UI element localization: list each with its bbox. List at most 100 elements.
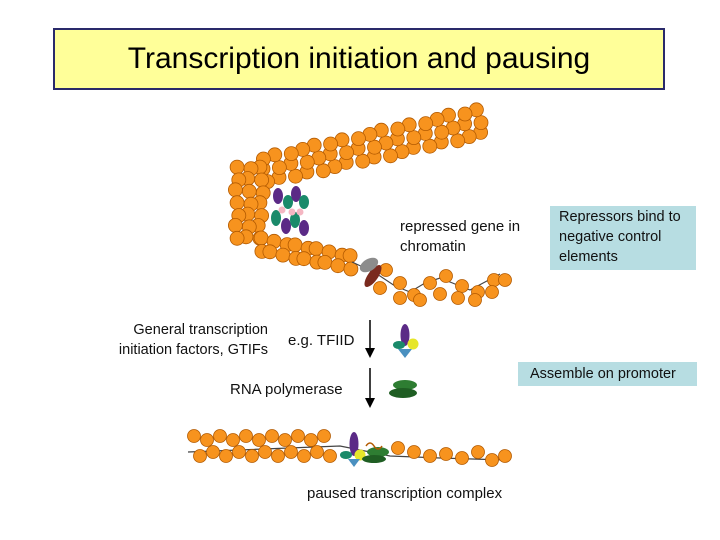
nucleosome-bead [434, 124, 450, 140]
nucleosome-bead [245, 449, 259, 463]
nucleosome-bead [229, 195, 245, 211]
nucleosome-bead [275, 247, 291, 263]
nucleosome-bead [457, 106, 473, 122]
nucleosome-bead [271, 160, 287, 176]
nucleosome-bead [287, 237, 303, 253]
nucleosome-bead [206, 445, 220, 459]
nucleosome-bead [304, 433, 318, 447]
nucleosome-bead [439, 269, 453, 283]
rna-strand [365, 442, 383, 450]
nucleosome-bead [193, 449, 207, 463]
complex-polymerase-base [362, 455, 386, 463]
repressor-purple [273, 188, 283, 204]
polymerase-top [393, 380, 417, 390]
nucleosome-bead [288, 168, 303, 184]
nucleosome-bead [498, 273, 512, 287]
nucleosome-bead [485, 285, 499, 299]
pink-marker [288, 208, 296, 216]
nucleosome-bead [317, 429, 331, 443]
nucleosome-bead [317, 254, 333, 270]
polymerase-bottom [389, 388, 417, 398]
nucleosome-bead [418, 116, 434, 131]
nucleosome-bead [239, 429, 253, 443]
repressor-cluster [271, 186, 309, 236]
nucleosome-bead [423, 449, 437, 463]
nucleosome-bead [473, 115, 489, 130]
repressor-purple [291, 186, 301, 202]
nucleosome-bead [232, 445, 246, 459]
nucleosome-bead [367, 139, 382, 155]
title-box: Transcription initiation and pausing [53, 28, 665, 90]
nucleosome-bead [439, 447, 453, 461]
nucleosome-bead [393, 276, 407, 290]
nucleosome-bead [455, 279, 469, 293]
tfiid-teal [393, 341, 405, 349]
repressor-purple [299, 220, 309, 236]
nucleosome-bead [343, 261, 359, 277]
nucleosome-bead [383, 148, 398, 164]
nucleosome-bead [390, 121, 406, 137]
callout-repressors: Repressors bind to negative control elem… [550, 206, 696, 270]
complex-polymerase [367, 447, 389, 457]
nucleosome-bead [407, 445, 421, 459]
nucleosome-bead [423, 276, 437, 290]
nucleosome-bead [297, 449, 311, 463]
nucleosome-bead [253, 230, 269, 246]
nucleosome-bead [393, 291, 407, 305]
nucleosome-bead [308, 241, 324, 257]
complex-teal [340, 451, 352, 459]
repressor-purple [281, 218, 291, 234]
repressor-teal [299, 195, 309, 209]
nucleosome-bead [296, 251, 312, 267]
nucleosome-bead [451, 291, 465, 305]
nucleosome-bead [351, 131, 366, 147]
tfiid-blue [398, 349, 412, 358]
page-title: Transcription initiation and pausing [127, 42, 591, 75]
complex-blue [348, 459, 360, 467]
nucleosome-bead [271, 449, 285, 463]
nucleosome-bead [413, 293, 427, 307]
nucleosome-bead [339, 145, 355, 161]
nucleosome-bead [187, 429, 201, 443]
nucleosome-bead [265, 429, 279, 443]
nucleosome-bead [455, 451, 469, 465]
nucleosome-bead [485, 453, 499, 467]
nucleosome-bead [355, 153, 371, 169]
nucleosome-bead [379, 263, 393, 277]
tfiid-factor [393, 324, 419, 358]
label-rna-polymerase: RNA polymerase [230, 381, 343, 398]
nucleosome-bead [391, 441, 405, 455]
nucleosome-bead [278, 433, 292, 447]
nucleosome-bead [299, 154, 315, 170]
tfiid-yellow [407, 338, 419, 350]
nucleosome-bead [433, 287, 447, 301]
nucleosome-bead [213, 429, 227, 443]
nucleosome-bead [450, 133, 466, 149]
label-paused-complex: paused transcription complex [307, 485, 503, 502]
nucleosome-bead [342, 248, 358, 264]
nucleosome-bead [229, 230, 245, 246]
nucleosome-bead [323, 136, 339, 152]
callout-gtifs: General transcription initiation factors… [118, 322, 268, 358]
nucleosome-bead [227, 182, 243, 198]
nucleosome-bead [323, 449, 337, 463]
nucleosome-bead [241, 183, 257, 199]
nucleosome-bead [219, 449, 233, 463]
nucleosome-bead [315, 163, 331, 179]
repressor-brown [364, 264, 382, 288]
nucleosome-bead [406, 130, 422, 146]
pink-marker [296, 208, 304, 216]
repressor-teal [283, 195, 293, 209]
nucleosome-bead [498, 449, 512, 463]
rna-polymerase [389, 380, 417, 398]
callout-assemble: Assemble on promoter [518, 362, 697, 386]
tfiid-purple [400, 324, 410, 346]
nucleosome-bead [200, 433, 214, 447]
repressor-teal [271, 210, 281, 226]
dna-strand-bottom [187, 429, 512, 467]
repressor-bound [359, 257, 382, 288]
pink-marker [278, 206, 286, 214]
nucleosome-bead [373, 281, 387, 295]
nucleosome-bead [252, 433, 266, 447]
nucleosome-bead [258, 445, 272, 459]
